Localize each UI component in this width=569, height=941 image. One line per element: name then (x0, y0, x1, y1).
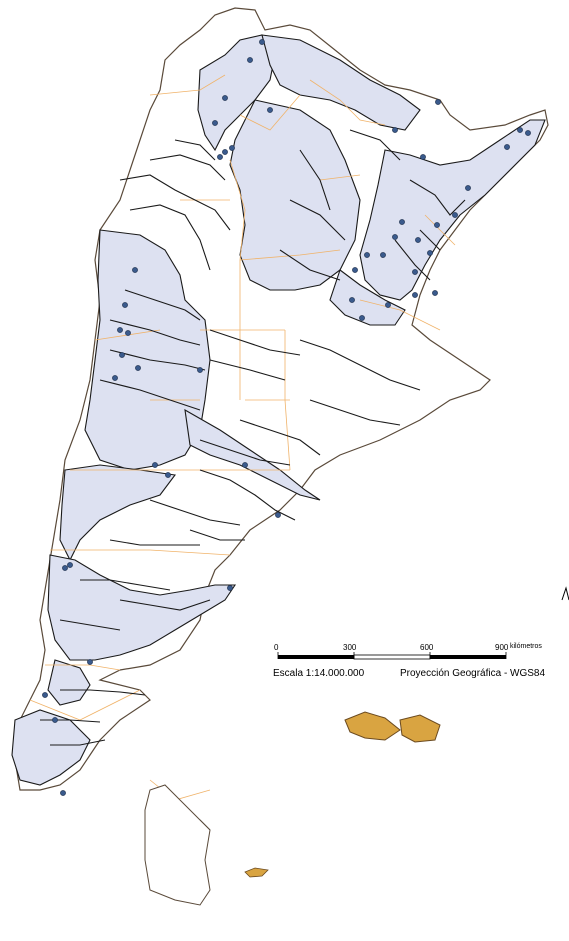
scale-caption: Escala 1:14.000.000 (273, 668, 365, 679)
basin-negro (59, 464, 176, 562)
basin-santa-cruz (47, 659, 91, 706)
scale-tick-300: 300 (343, 643, 357, 652)
station-point (392, 234, 398, 240)
station-point (62, 565, 68, 571)
station-point (67, 562, 73, 568)
isla-de-los-estados (244, 867, 269, 878)
station-point (135, 365, 141, 371)
station-point (349, 297, 355, 303)
station-point (504, 144, 510, 150)
basin-colorado (184, 408, 321, 501)
station-point (412, 292, 418, 298)
scale-unit-label: kilómetros (510, 643, 542, 650)
station-point (525, 130, 531, 136)
scale-tick-600: 600 (420, 643, 434, 652)
station-point (117, 327, 123, 333)
malvinas-islands (344, 711, 441, 743)
station-point (399, 219, 405, 225)
basin-cuyo (84, 229, 211, 471)
station-point (435, 99, 441, 105)
projection-caption: Proyección Geográfica - WGS84 (400, 668, 546, 679)
station-point (452, 212, 458, 218)
station-point (122, 302, 128, 308)
station-point (165, 472, 171, 478)
tierra-del-fuego (144, 784, 211, 906)
station-point (229, 145, 235, 151)
basin-chubut (47, 554, 237, 661)
province-lines (29, 74, 456, 801)
station-point (380, 252, 386, 258)
station-point (119, 352, 125, 358)
station-point (412, 269, 418, 275)
basin-chaco-north (261, 34, 421, 131)
station-point (42, 692, 48, 698)
station-point (222, 149, 228, 155)
station-point (392, 127, 398, 133)
station-point (259, 39, 265, 45)
station-point (242, 462, 248, 468)
station-point (152, 462, 158, 468)
station-point (222, 95, 228, 101)
station-point (87, 659, 93, 665)
station-point (420, 154, 426, 160)
station-point (217, 154, 223, 160)
station-point (517, 127, 523, 133)
station-point (427, 250, 433, 256)
scale-tick-0: 0 (274, 643, 279, 652)
station-point (247, 57, 253, 63)
basin-parana (359, 119, 546, 301)
basin-south (11, 709, 91, 786)
basin-boundaries (40, 129, 466, 876)
station-point (112, 375, 118, 381)
north-arrow-fragment (561, 586, 569, 601)
scale-bar (277, 652, 507, 660)
station-point (432, 290, 438, 296)
station-point (60, 790, 66, 796)
station-points (42, 39, 531, 796)
station-point (364, 252, 370, 258)
basin-shading (11, 34, 546, 786)
station-point (52, 717, 58, 723)
station-point (132, 267, 138, 273)
station-point (415, 237, 421, 243)
scale-tick-900: 900 (495, 643, 509, 652)
station-point (359, 315, 365, 321)
station-point (465, 185, 471, 191)
station-point (385, 302, 391, 308)
station-point (125, 330, 131, 336)
station-point (227, 585, 233, 591)
basin-litoral (329, 269, 406, 326)
station-point (197, 367, 203, 373)
station-point (267, 107, 273, 113)
station-point (212, 120, 218, 126)
station-point (434, 222, 440, 228)
station-point (352, 267, 358, 273)
station-point (275, 512, 281, 518)
